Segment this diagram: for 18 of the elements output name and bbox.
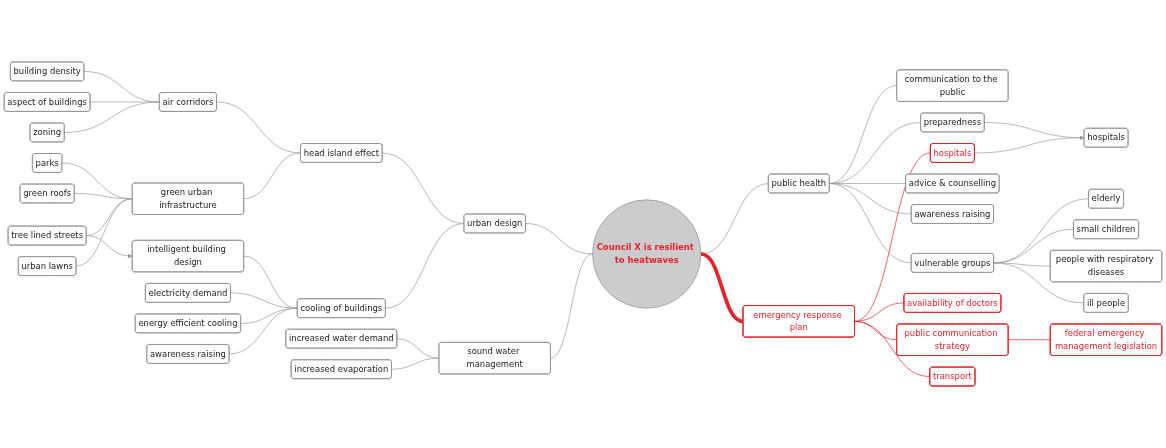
connector — [700, 252, 744, 324]
connector — [993, 262, 1085, 304]
connector — [828, 183, 912, 264]
connector — [243, 152, 301, 200]
node-circle: Council X is resilient to heatwaves — [592, 199, 702, 309]
connector — [525, 223, 593, 255]
connector — [230, 292, 298, 309]
connector — [216, 101, 301, 154]
connector — [854, 302, 905, 322]
connector — [228, 307, 298, 355]
connector — [1007, 339, 1051, 341]
connector — [854, 321, 931, 377]
connector — [550, 253, 593, 359]
connector — [391, 357, 440, 370]
connector — [854, 152, 931, 322]
connector — [396, 338, 440, 359]
connector — [385, 223, 465, 309]
connector — [63, 101, 160, 133]
